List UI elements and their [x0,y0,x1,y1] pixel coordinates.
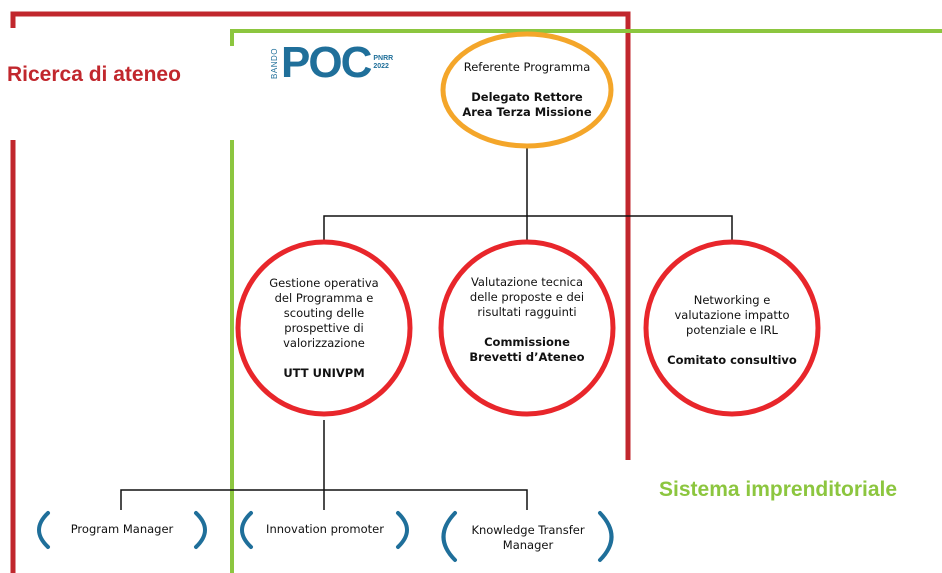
ktm-right-bracket [598,511,614,562]
innovation-promoter-label: Innovation promoter [266,522,384,536]
logo-sub: PNRR 2022 [373,55,393,71]
utt-node: Gestione operativa del Programma e scout… [254,262,394,394]
program-manager-label: Program Manager [70,522,174,536]
commissione-node-ellipse [438,239,616,417]
logo-year: 2022 [373,63,389,70]
top-node: Referente Programma Delegato Rettore Are… [455,48,599,132]
utt-line1: Gestione operativa [269,275,379,290]
comitato-line1: Networking e [693,292,771,307]
utt-bold: UTT UNIVPM [283,365,365,380]
ricerca-frame [10,11,631,573]
ktm-line2: Manager [502,538,554,552]
commissione-line1: Valutazione tecnica [470,275,584,289]
comitato-bold: Comitato consultivo [667,352,797,367]
utt-line5: valorizzazione [283,335,365,350]
sistema-frame [230,29,942,573]
pm-right-bracket [194,511,207,549]
pm-left-bracket [37,511,50,549]
comitato-node-ellipse [643,239,821,417]
connectors [120,144,733,510]
comitato-line3: potenziale e IRL [686,322,778,337]
commissione-line3: risultati ragguinti [477,305,577,319]
ip-right-bracket [396,511,409,549]
top-node-bold1: Delegato Rettore [471,90,583,104]
commissione-bold2: Brevetti d’Ateneo [469,350,585,364]
utt-line4: prospettive di [284,320,364,335]
utt-line2: del Programma e [274,290,374,305]
utt-node-ellipse [235,239,413,417]
role-brackets [37,511,614,562]
ricerca-label: Ricerca di ateneo [7,63,181,86]
utt-line3: scouting delle [283,305,365,320]
ktm-left-bracket [441,511,457,562]
poc-logo: BANDO POC PNRR 2022 [270,40,393,86]
top-node-line1: Referente Programma [463,60,591,74]
knowledge-transfer-manager-label: Knowledge Transfer Manager [460,523,596,553]
commissione-node: Valutazione tecnica delle proposte e dei… [455,264,599,376]
commissione-bold1: Commissione [484,335,570,349]
sistema-label: Sistema imprenditoriale [659,478,898,501]
commissione-line2: delle proposte e dei [469,290,585,304]
logo-bando: BANDO [270,47,279,79]
comitato-line2: valutazione impatto [674,307,790,322]
top-node-bold2: Area Terza Missione [462,105,592,119]
ip-left-bracket [240,511,253,549]
ktm-line1: Knowledge Transfer [471,523,585,537]
logo-poc: POC [281,38,372,87]
logo-pnrr: PNRR [373,55,394,62]
comitato-node: Networking e valutazione impatto potenzi… [660,282,804,378]
top-node-ellipse [440,31,614,149]
